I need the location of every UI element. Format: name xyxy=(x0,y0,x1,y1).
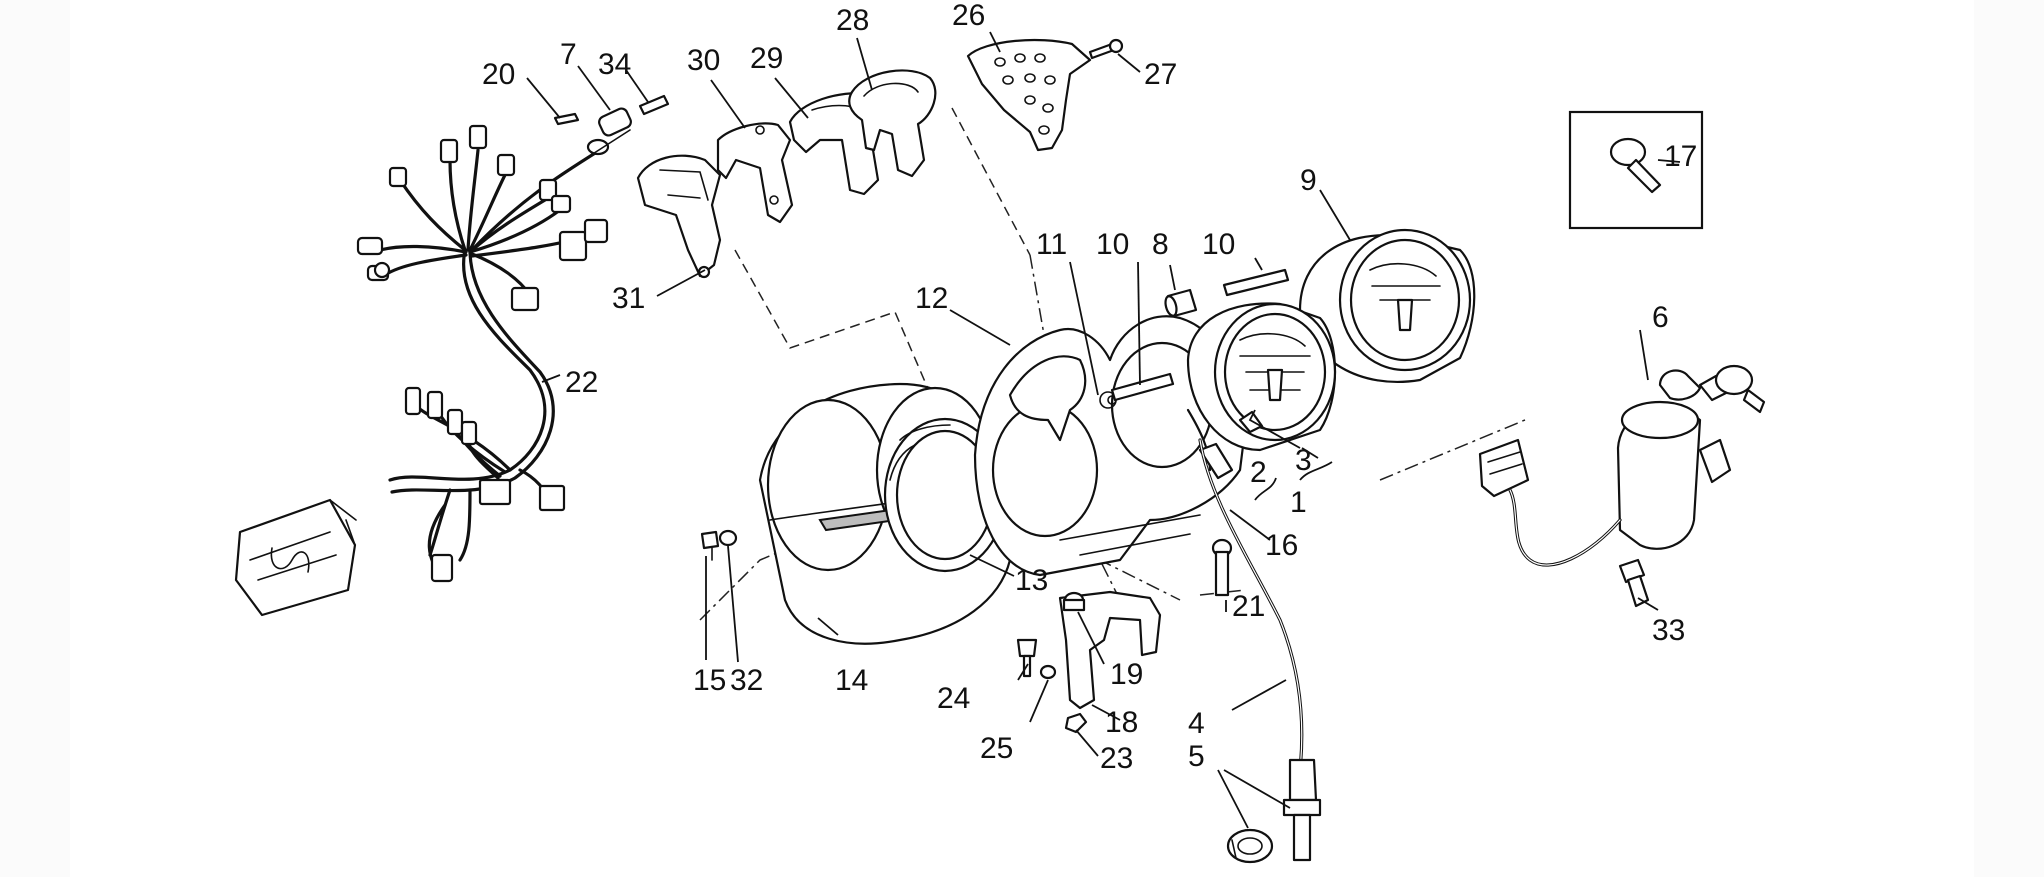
gauge-small xyxy=(1186,302,1337,452)
callout-28: 28 xyxy=(836,4,869,37)
instrument-panel xyxy=(973,315,1247,577)
callout-11: 11 xyxy=(1036,228,1067,261)
callout-24: 24 xyxy=(937,682,970,715)
callout-9: 9 xyxy=(1300,164,1317,197)
callout-6: 6 xyxy=(1652,301,1669,334)
callout-20: 20 xyxy=(482,58,515,91)
bulb-rods xyxy=(1110,268,1290,402)
callout-31: 31 xyxy=(612,282,645,315)
callout-4: 4 xyxy=(1188,707,1205,740)
screw-washer xyxy=(700,529,738,561)
callout-17: 17 xyxy=(1664,140,1697,173)
callout-34: 34 xyxy=(598,48,631,81)
callout-30: 30 xyxy=(687,44,720,77)
callout-27: 27 xyxy=(1144,58,1177,91)
callout-19: 19 xyxy=(1110,658,1143,691)
callout-10a: 10 xyxy=(1096,228,1129,261)
callout-22: 22 xyxy=(565,366,598,399)
mounting-bracket xyxy=(1016,590,1162,734)
callout-8: 8 xyxy=(1152,228,1169,261)
top-covers xyxy=(636,38,1124,279)
callout-12: 12 xyxy=(915,282,948,315)
callout-5: 5 xyxy=(1188,740,1205,773)
callout-13: 13 xyxy=(1015,564,1048,597)
callout-14: 14 xyxy=(835,664,868,697)
leader-lines xyxy=(526,31,1681,829)
speedometer-cable xyxy=(1186,408,1322,864)
callout-21: 21 xyxy=(1232,590,1265,623)
callout-7: 7 xyxy=(560,38,577,71)
callout-labels: 1 2 3 4 5 6 7 8 9 10 10 11 12 13 14 15 1… xyxy=(482,0,1697,775)
instrument-housing xyxy=(758,382,1012,645)
wiring-harness xyxy=(234,124,610,617)
callout-15: 15 xyxy=(693,664,726,697)
callout-26: 26 xyxy=(952,0,985,32)
callout-10b: 10 xyxy=(1202,228,1235,261)
key-box xyxy=(1568,110,1704,230)
callout-1: 1 xyxy=(1290,486,1307,519)
ignition-switch xyxy=(1478,364,1766,608)
callout-3: 3 xyxy=(1295,444,1312,477)
left-margin xyxy=(0,0,70,877)
callout-2: 2 xyxy=(1250,456,1267,489)
bulb-holder xyxy=(1164,288,1198,318)
bolt xyxy=(1211,538,1233,597)
callout-25: 25 xyxy=(980,732,1013,765)
callout-33: 33 xyxy=(1652,614,1685,647)
callout-23: 23 xyxy=(1100,742,1133,775)
right-margin xyxy=(1974,0,2044,877)
bulb-socket-parts xyxy=(553,94,670,176)
callout-29: 29 xyxy=(750,42,783,75)
gauge-large xyxy=(1298,228,1476,383)
callout-32: 32 xyxy=(730,664,763,697)
callout-18: 18 xyxy=(1105,706,1138,739)
callout-16: 16 xyxy=(1265,529,1298,562)
